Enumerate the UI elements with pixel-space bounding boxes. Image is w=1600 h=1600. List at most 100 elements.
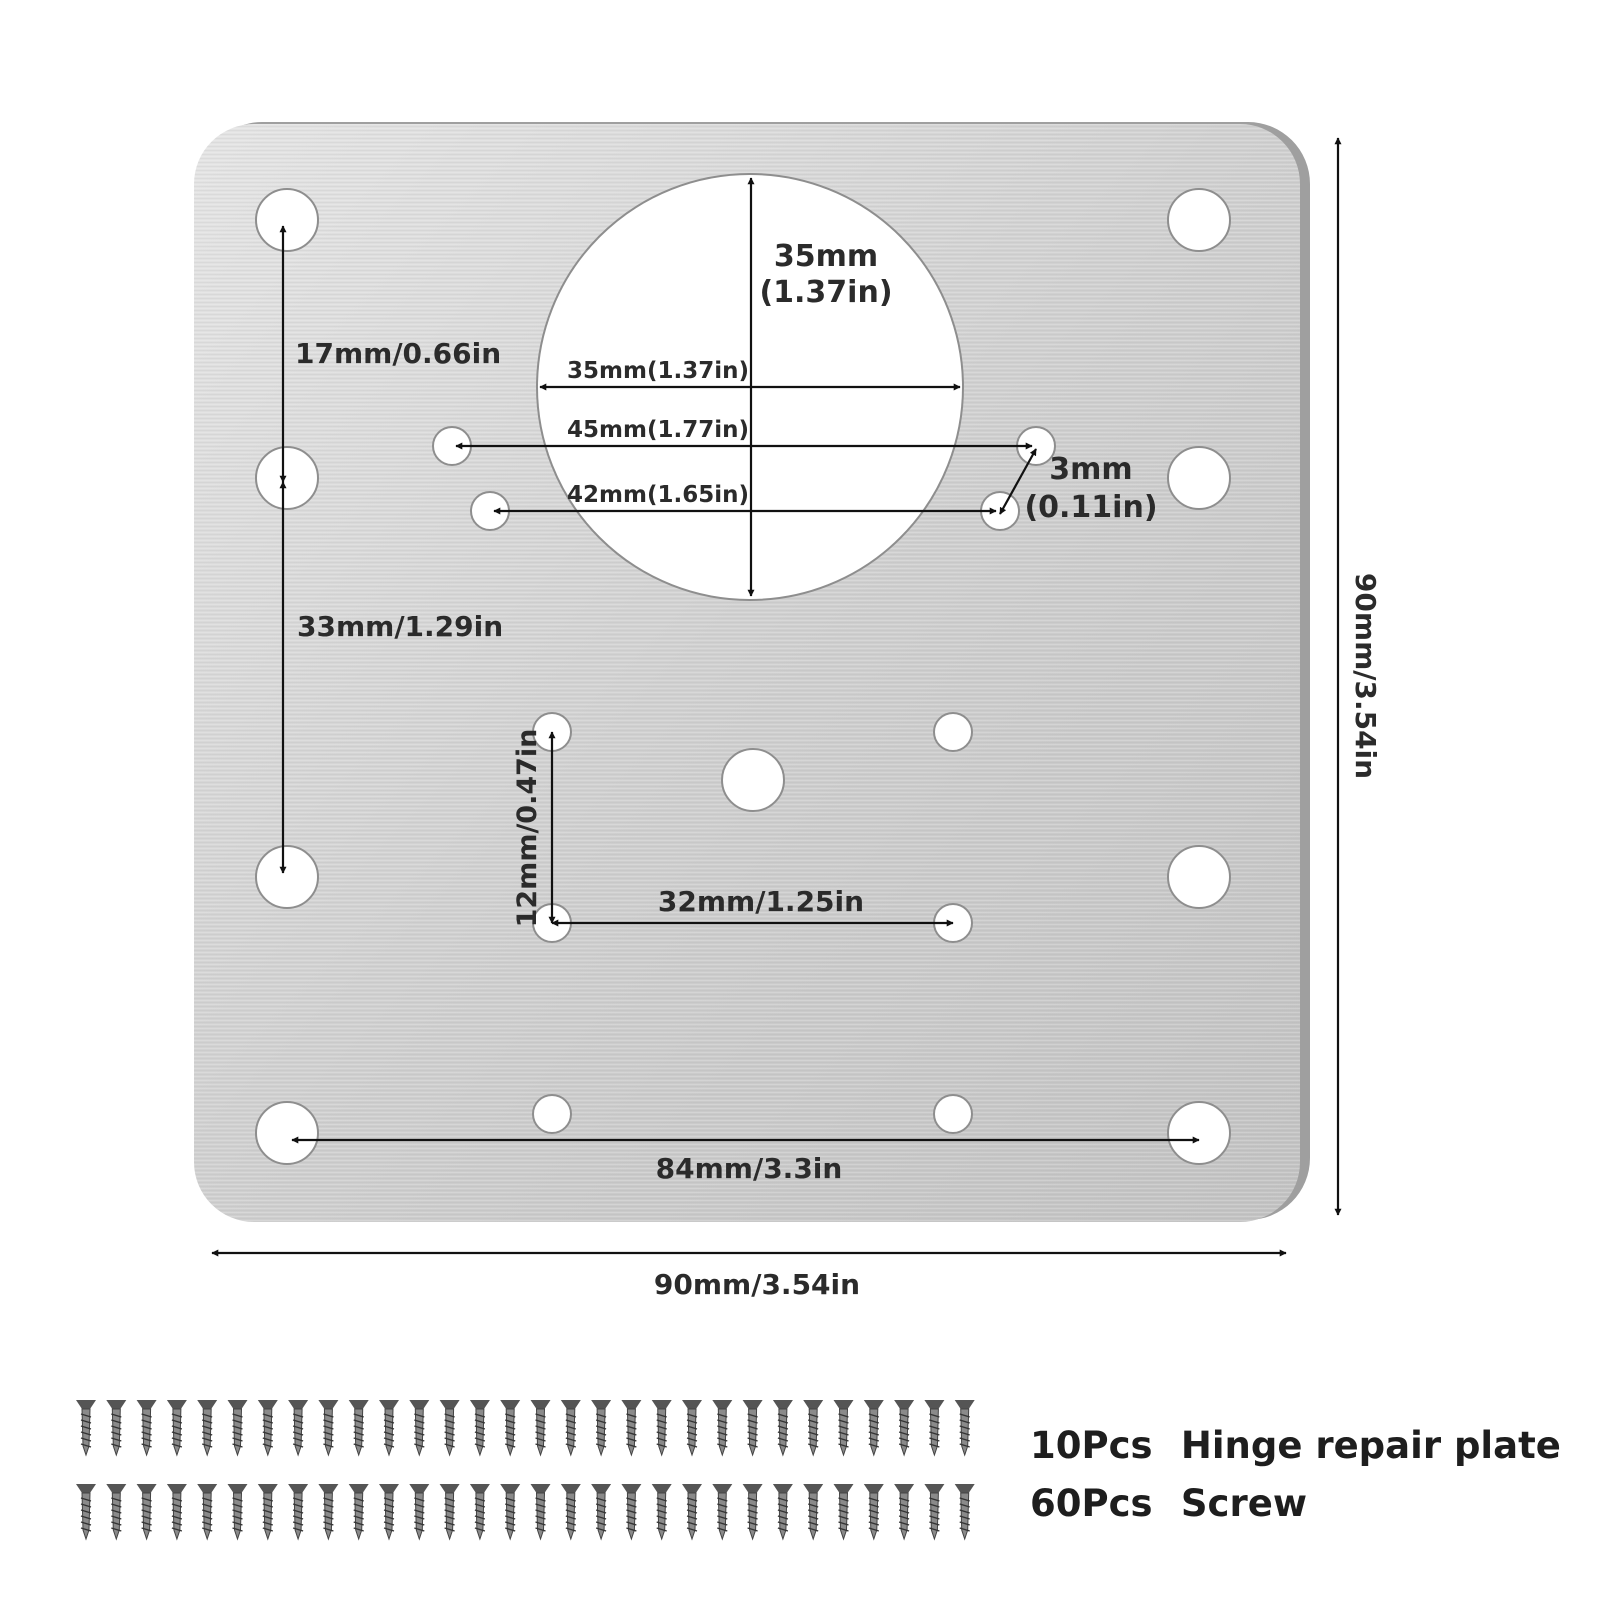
plate-brushed-texture [194, 124, 1300, 1222]
screw-icon [560, 1484, 581, 1541]
screw-icon [318, 1484, 339, 1541]
small-hole-bottom-right [933, 1094, 973, 1134]
legend-item-screws: 60Pcs Screw [1030, 1482, 1307, 1525]
arrow-small-hole-diagonal [999, 448, 1037, 515]
dimension-labels: 35mm (1.37in) 35mm(1.37in) 45mm(1.77in) … [295, 239, 1382, 1301]
screw-icon [954, 1400, 975, 1457]
screw-icon [651, 1484, 672, 1541]
screw-icon [924, 1484, 945, 1541]
screw-icon [954, 1484, 975, 1541]
screw-icon [803, 1484, 824, 1541]
corner-hole-top-left [255, 188, 319, 252]
screw-icon [257, 1400, 278, 1457]
screw-icon [894, 1400, 915, 1457]
screw-icon [166, 1400, 187, 1457]
screw-icon [712, 1400, 733, 1457]
screw-icon [712, 1484, 733, 1541]
screw-icon [591, 1400, 612, 1457]
screw-icon [227, 1484, 248, 1541]
screw-icon [772, 1484, 793, 1541]
screw-icon [409, 1484, 430, 1541]
screw-row-top [76, 1400, 975, 1457]
middle-hole [721, 748, 785, 812]
screw-icon [894, 1484, 915, 1541]
screw-icon [106, 1400, 127, 1457]
screw-icon [560, 1400, 581, 1457]
screw-icon [863, 1400, 884, 1457]
legend-label-screws: Screw [1180, 1482, 1307, 1525]
screw-icon [318, 1400, 339, 1457]
screw-icon [379, 1400, 399, 1457]
label-big-hole-horizontal: 35mm(1.37in) [567, 358, 749, 384]
screw-icon [106, 1484, 127, 1541]
screw-icon [682, 1400, 702, 1457]
small-hole-mid-right-top [933, 712, 973, 752]
legend-qty-plates: 10Pcs [1030, 1424, 1153, 1467]
label-small-hole-in: (0.11in) [1024, 490, 1157, 525]
screw-icon [166, 1484, 187, 1541]
screw-icon [682, 1484, 702, 1541]
screw-icon [742, 1484, 763, 1541]
side-hole-right-lower [1167, 845, 1231, 909]
legend-qty-screws: 60Pcs [1030, 1482, 1153, 1525]
screw-icon [500, 1400, 521, 1457]
screw-icon [803, 1400, 824, 1457]
screw-icon [833, 1484, 854, 1541]
legend-item-plates: 10Pcs Hinge repair plate [1030, 1424, 1561, 1467]
screw-icon [379, 1484, 399, 1541]
screw-icon [591, 1484, 612, 1541]
side-hole-left-lower [255, 845, 319, 909]
corner-hole-top-right [1167, 188, 1231, 252]
label-spacing-42: 42mm(1.65in) [567, 482, 749, 508]
corner-hole-bottom-right [1167, 1101, 1231, 1165]
screw-icon [136, 1484, 157, 1541]
screw-icon [651, 1400, 672, 1457]
screw-icon [772, 1400, 793, 1457]
corner-hole-bottom-left [255, 1101, 319, 1165]
label-spacing-45: 45mm(1.77in) [567, 417, 749, 443]
screw-icon [621, 1400, 642, 1457]
screw-icon [227, 1400, 248, 1457]
screw-icon [76, 1484, 96, 1541]
label-left-upper: 17mm/0.66in [295, 337, 501, 370]
screw-icon [197, 1484, 218, 1541]
label-lower-vertical: 12mm/0.47in [512, 729, 543, 928]
screw-icon [500, 1484, 521, 1541]
screw-icon [348, 1400, 369, 1457]
screw-icon [76, 1400, 96, 1457]
screw-icon [469, 1400, 490, 1457]
small-hole-bottom-left [532, 1094, 572, 1134]
label-left-lower: 33mm/1.29in [297, 610, 503, 643]
label-overall-height: 90mm/3.54in [1349, 573, 1382, 779]
screw-icon [348, 1484, 369, 1541]
screw-icon [409, 1400, 430, 1457]
legend-label-plates: Hinge repair plate [1180, 1424, 1561, 1467]
screw-icon [136, 1400, 157, 1457]
screw-icon [288, 1484, 309, 1541]
screw-icon [621, 1484, 642, 1541]
hinge-plate [194, 122, 1310, 1222]
label-overall-width: 90mm/3.54in [654, 1268, 860, 1301]
label-big-hole-vertical-mm: 35mm [774, 239, 878, 274]
screw-icon [439, 1484, 460, 1541]
screw-icon [197, 1400, 218, 1457]
screw-row-bottom [76, 1484, 975, 1541]
screw-icon [530, 1400, 551, 1457]
dimension-arrows [211, 137, 1342, 1257]
label-bottom-spacing: 84mm/3.3in [656, 1152, 843, 1185]
screw-icon [863, 1484, 884, 1541]
label-lower-horizontal: 32mm/1.25in [658, 885, 864, 918]
label-big-hole-vertical-in: (1.37in) [759, 275, 892, 310]
screw-icon [439, 1400, 460, 1457]
screw-icon [924, 1400, 945, 1457]
side-hole-left-upper [255, 446, 319, 510]
screw-icon [469, 1484, 490, 1541]
screw-icon [257, 1484, 278, 1541]
screw-icon [288, 1400, 309, 1457]
label-small-hole-mm: 3mm [1049, 452, 1132, 487]
screw-icon [530, 1484, 551, 1541]
screw-icon [833, 1400, 854, 1457]
side-hole-right-upper [1167, 446, 1231, 510]
screw-icon [742, 1400, 763, 1457]
